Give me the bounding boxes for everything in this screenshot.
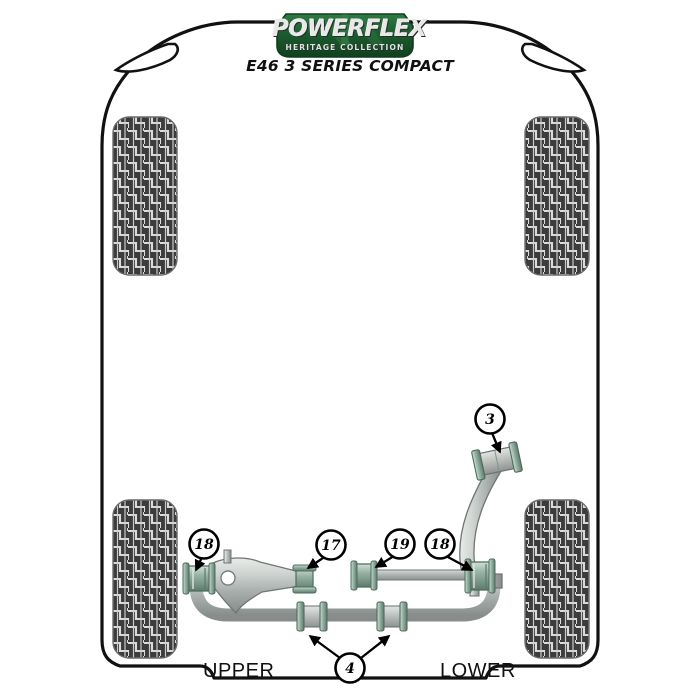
wheels — [112, 116, 590, 659]
bush-19-lower-arm-inner — [350, 560, 378, 591]
mirror-right — [520, 42, 587, 73]
callout-18-left-label: 18 — [194, 537, 214, 553]
wheel-front-right — [524, 116, 590, 276]
bush-3-trailing-arm — [471, 441, 523, 481]
callout-17-label: 17 — [321, 538, 341, 554]
leader-18-right — [445, 554, 474, 572]
callout-4[interactable]: 4 — [334, 652, 366, 684]
callout-19-label: 19 — [390, 537, 410, 553]
lower-control-arm — [365, 569, 479, 581]
logo-wordmark: POWERFLEX — [272, 16, 427, 42]
powerflex-logo: POWERFLEX HERITAGE COLLECTION — [272, 10, 427, 58]
bush-4-arb-right — [376, 601, 408, 632]
callout-17[interactable]: 17 — [315, 529, 347, 561]
upper-arm-hub-hole — [220, 570, 236, 586]
callout-3[interactable]: 3 — [474, 403, 506, 435]
callout-bubbles: 3 18 17 19 18 4 — [188, 403, 506, 684]
leader-3 — [490, 432, 502, 454]
callout-19[interactable]: 19 — [384, 528, 416, 560]
callout-3-label: 3 — [485, 412, 495, 428]
leader-4-left — [308, 634, 341, 659]
wheel-front-left — [112, 116, 178, 276]
wheel-rear-left — [112, 499, 178, 659]
callout-18-right-label: 18 — [430, 537, 450, 553]
callout-4-label: 4 — [345, 661, 355, 677]
mirror-left — [113, 42, 180, 73]
bush-18-lower-arm-outer — [464, 558, 496, 594]
powerflex-logo-badge — [276, 13, 414, 58]
label-lower: LOWER — [440, 660, 516, 682]
bush-18-upper-arm-inner — [182, 562, 216, 595]
upper-arm-tab — [223, 549, 232, 564]
leader-4-right — [360, 634, 391, 659]
bush-4-arb-left — [296, 601, 328, 632]
wheel-rear-right — [524, 499, 590, 659]
callout-18-right[interactable]: 18 — [424, 528, 456, 560]
callout-18-left[interactable]: 18 — [188, 528, 220, 560]
logo-tagline: HERITAGE COLLECTION — [285, 43, 405, 52]
page-title: E46 3 SERIES COMPACT — [246, 57, 454, 75]
bush-17-upper-arm-outer — [292, 564, 317, 594]
upper-control-arm — [207, 549, 301, 615]
label-upper: UPPER — [203, 660, 275, 682]
leader-19 — [374, 555, 395, 568]
anti-roll-bar — [189, 578, 501, 622]
